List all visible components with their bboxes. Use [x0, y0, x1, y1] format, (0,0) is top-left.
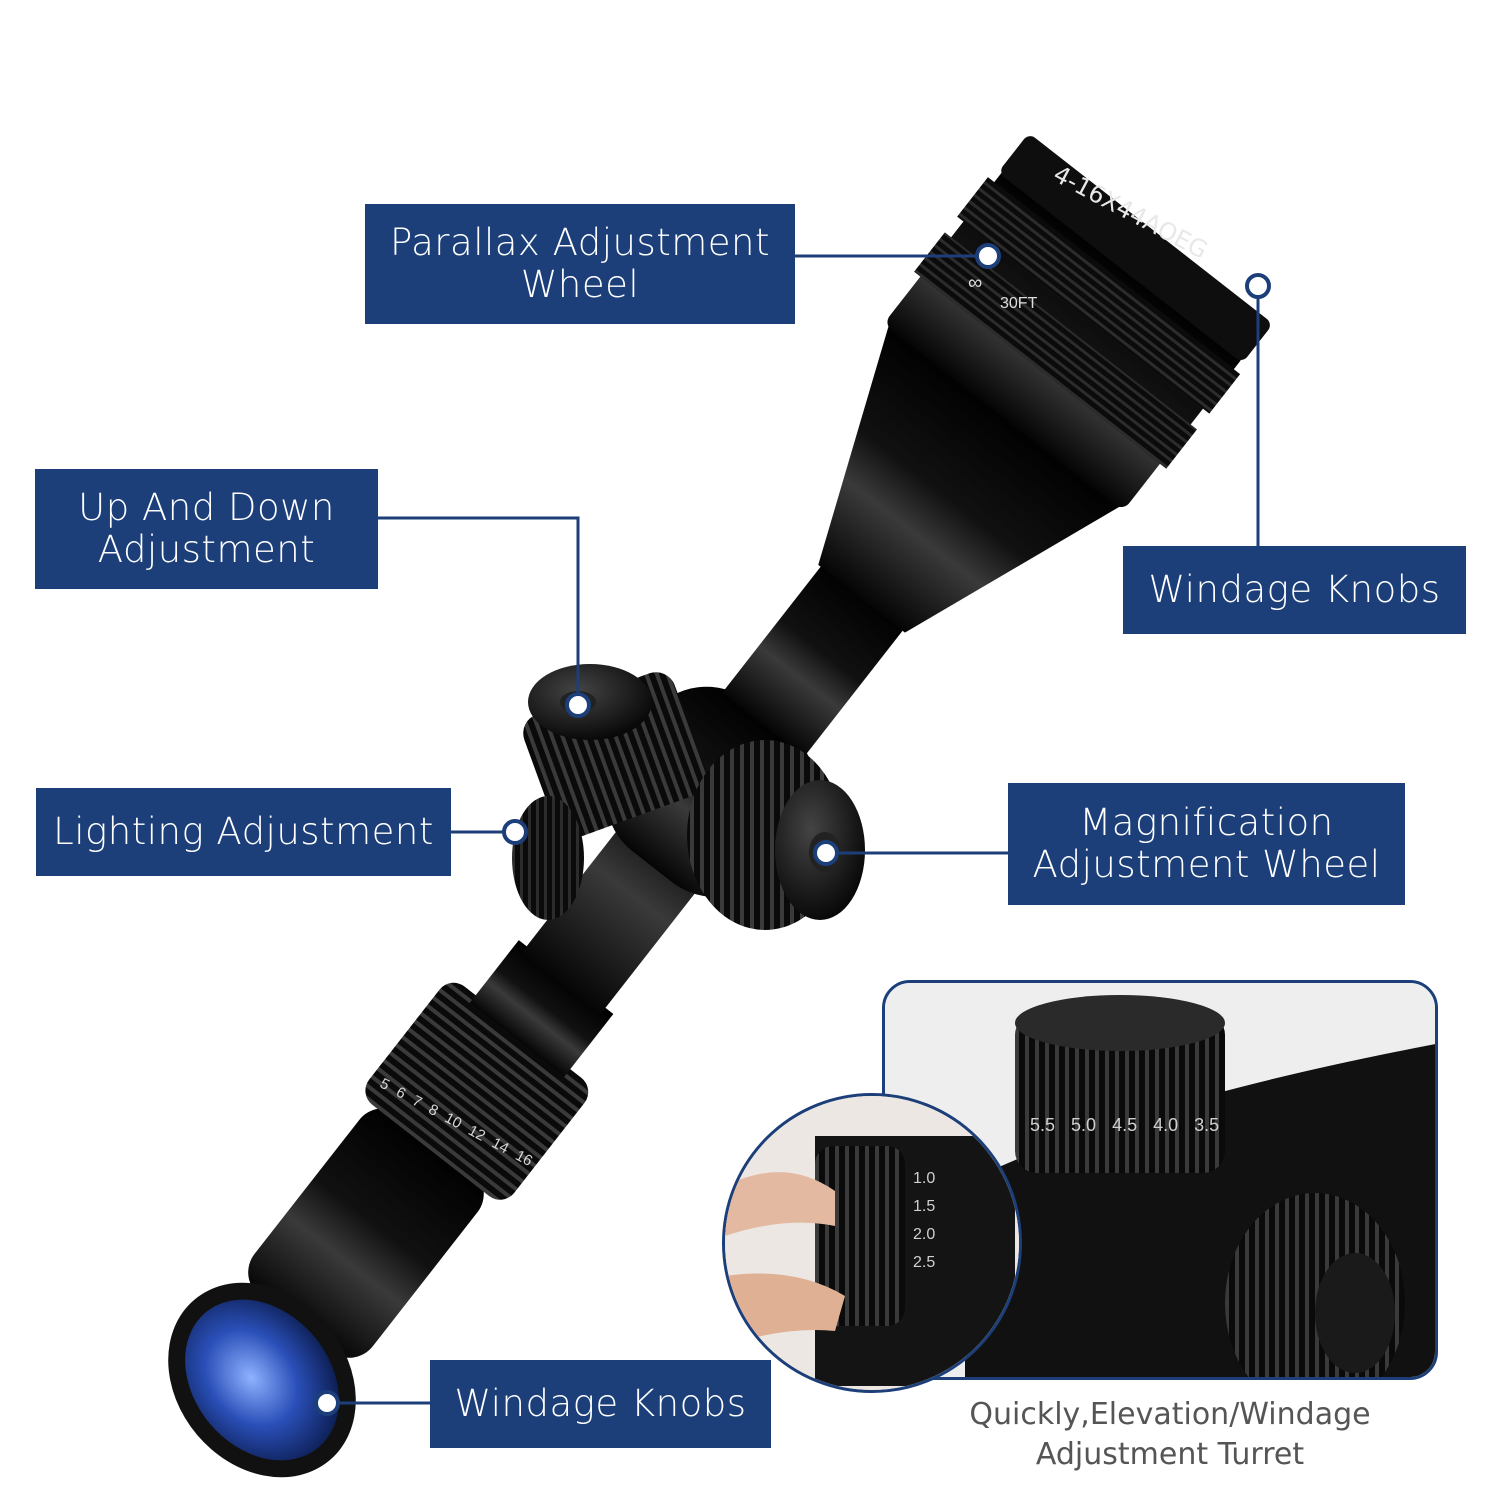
label-up-and-down-adjustment: Up And Down Adjustment	[35, 469, 378, 589]
scale-tick: 1.5	[913, 1198, 936, 1215]
scale-tick: 2.0	[913, 1226, 936, 1243]
inset-side-scale: 1.0 1.5 2.0 2.5	[913, 1170, 935, 1272]
scale-tick: 2.5	[913, 1254, 936, 1271]
magnification-marker-dot	[813, 840, 839, 866]
turret-detail-inset	[882, 980, 1438, 1380]
scale-tick: 4.0	[1153, 1115, 1179, 1135]
scale-tick: 3.5	[1194, 1115, 1220, 1135]
mag-tick: 8	[425, 1100, 441, 1120]
elevation-marker-dot	[565, 692, 591, 718]
lighting-marker-dot	[502, 819, 528, 845]
hand-adjusting-circle	[722, 1093, 1022, 1393]
eyepiece-lens	[185, 1299, 339, 1461]
windage-bottom-marker-dot	[314, 1390, 340, 1416]
scale-tick: 5.0	[1071, 1115, 1097, 1135]
scale-tick: 1.0	[913, 1170, 936, 1187]
parallax-infinity-mark: ∞	[968, 272, 983, 294]
label-lighting-adjustment: Lighting Adjustment	[36, 788, 451, 876]
parallax-30ft-mark: 30FT	[1000, 295, 1038, 312]
label-windage-knobs-top: Windage Knobs	[1123, 546, 1466, 634]
label-windage-knobs-bottom: Windage Knobs	[430, 1360, 771, 1448]
scale-tick: 5.5	[1030, 1115, 1056, 1135]
parallax-marker-dot	[975, 243, 1001, 269]
label-magnification-adjustment-wheel: Magnification Adjustment Wheel	[1008, 783, 1405, 905]
inset-caption: Quickly,Elevation/Windage Adjustment Tur…	[969, 1397, 1371, 1472]
windage-top-marker-dot	[1245, 273, 1271, 299]
inset-elevation-scale: 5.5 5.0 4.5 4.0 3.5	[1030, 1115, 1219, 1136]
illumination-knob	[512, 796, 584, 920]
mag-tick: 7	[409, 1092, 425, 1112]
scale-tick: 4.5	[1112, 1115, 1138, 1135]
mag-tick: 6	[393, 1083, 409, 1103]
label-parallax-adjustment-wheel: Parallax Adjustment Wheel	[365, 204, 795, 324]
